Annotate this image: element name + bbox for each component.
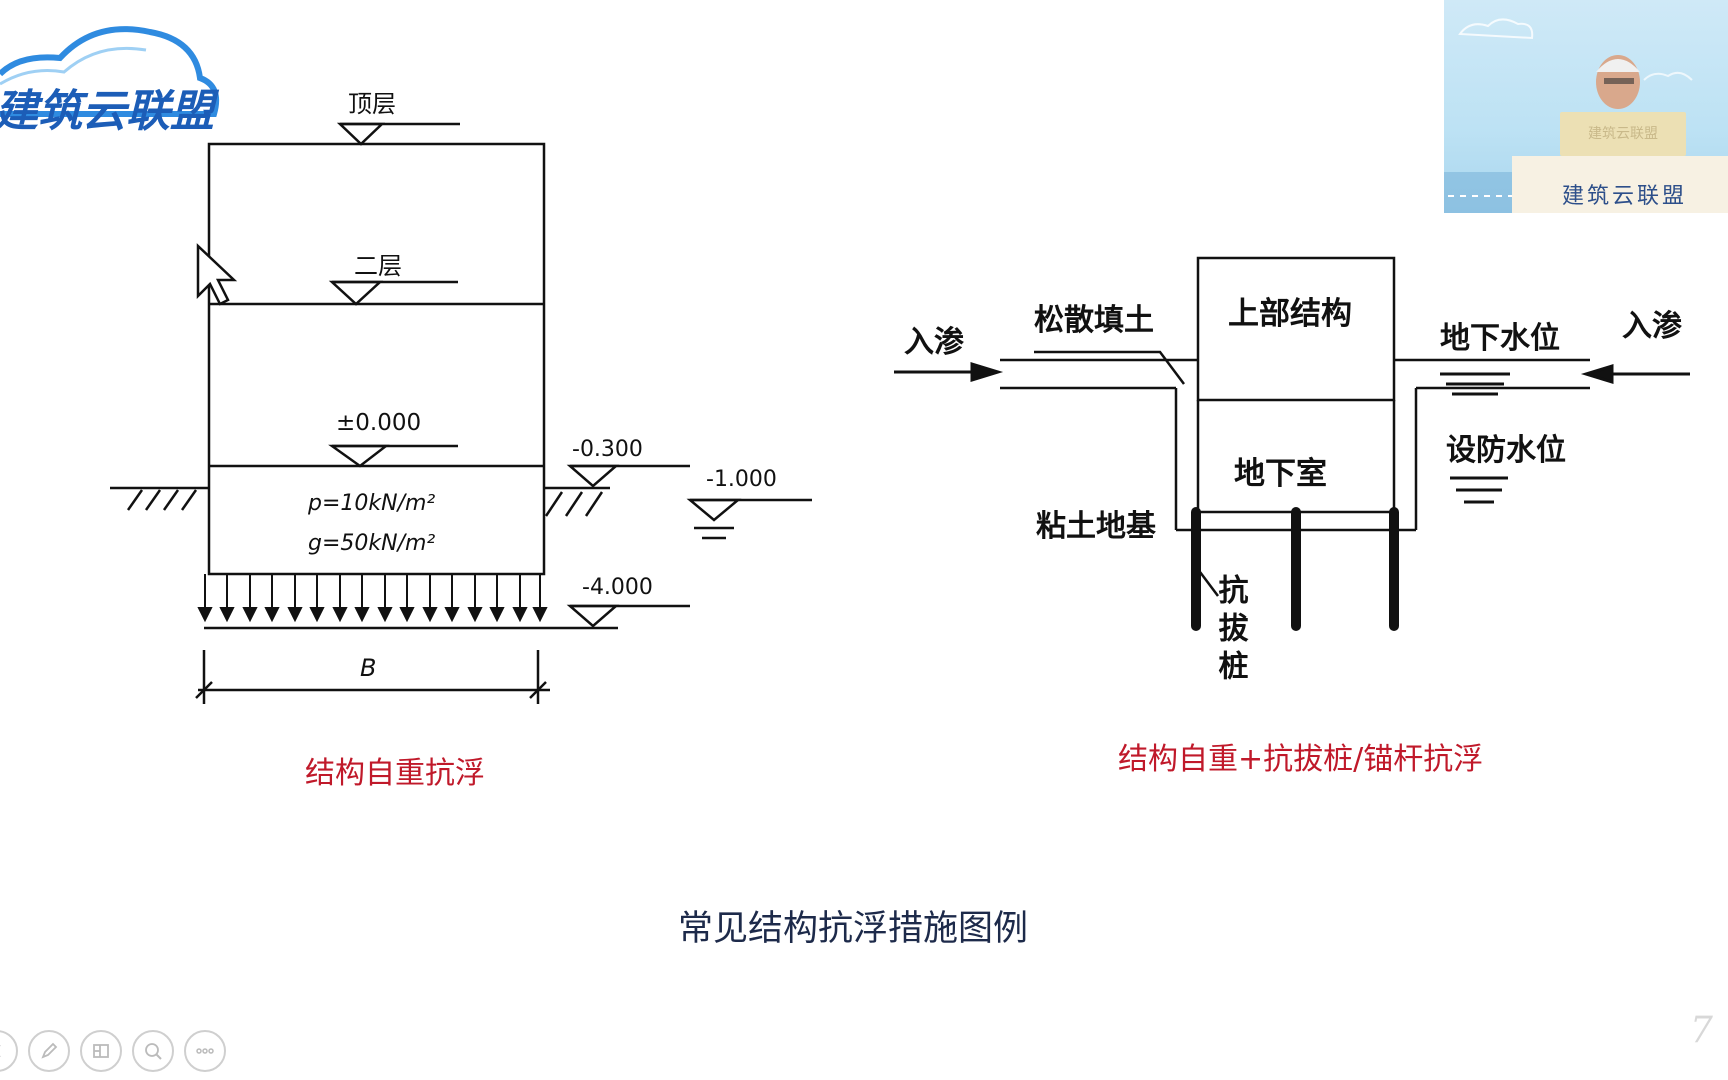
elev-marker-a	[566, 464, 620, 488]
building-outline	[207, 142, 546, 576]
groundwater-label: 地下水位	[1440, 321, 1560, 356]
level-second-label: 二层	[354, 252, 402, 280]
presenter-video[interactable]: 建筑云联盟 建筑云联盟	[1444, 0, 1728, 213]
superstructure-label: 上部结构	[1228, 296, 1352, 332]
podium-text: 建筑云联盟	[1562, 184, 1688, 209]
chevron-left-icon	[0, 1045, 1, 1057]
uplift-pile-label: 抗拔桩	[1213, 573, 1249, 688]
layout-button[interactable]	[80, 1030, 122, 1072]
podium	[1512, 156, 1728, 213]
elev-c-label: -4.000	[582, 575, 653, 600]
caption-right: 结构自重+抗拔桩/锚杆抗浮	[1118, 742, 1484, 777]
fill-leader	[1034, 350, 1185, 385]
infiltration-arrows	[894, 361, 1690, 385]
zoom-button[interactable]	[132, 1030, 174, 1072]
podium-banner: 建筑云联盟	[1560, 112, 1686, 156]
page-number: 7	[1690, 1010, 1713, 1051]
prev-button[interactable]	[0, 1030, 18, 1072]
level-marker-0	[328, 444, 390, 468]
elev-b-label: -1.000	[706, 467, 777, 492]
clay-foundation-label: 粘土地基	[1036, 509, 1156, 544]
layout-icon	[93, 1044, 109, 1058]
right-figure	[1000, 256, 1590, 597]
water-symbols	[1440, 372, 1510, 504]
cursor-icon	[196, 243, 238, 306]
pen-button[interactable]	[28, 1030, 70, 1072]
slide-toolbar	[0, 1030, 226, 1074]
logo: 建筑云联盟	[0, 26, 220, 134]
logo-cloud-inner	[0, 46, 147, 86]
logo-text: 建筑云联盟	[0, 86, 220, 134]
level-marker-2	[328, 280, 384, 306]
zoom-icon	[145, 1043, 162, 1060]
level-zero-label: ±0.000	[336, 410, 421, 436]
logo-cloud-outline	[0, 26, 220, 117]
pen-icon	[41, 1042, 58, 1059]
superstructure-box	[1196, 256, 1396, 402]
infiltration-right-label: 入渗	[1622, 309, 1683, 344]
caption-left: 结构自重抗浮	[305, 756, 485, 791]
load-arrows	[197, 574, 548, 623]
more-icon	[196, 1048, 214, 1054]
load-g-label: g=50kN/m²	[308, 531, 435, 556]
level-top-label: 顶层	[348, 90, 396, 118]
level-marker-top	[336, 122, 386, 146]
basement-label: 地下室	[1234, 456, 1327, 492]
infiltration-left-label: 入渗	[904, 325, 965, 360]
elev-marker-b	[686, 498, 742, 522]
load-p-label: p=10kN/m²	[307, 491, 435, 516]
more-button[interactable]	[184, 1030, 226, 1072]
elev-a-label: -0.300	[572, 437, 643, 462]
uplift-piles	[1191, 507, 1399, 631]
width-label: B	[360, 654, 376, 682]
arrow-left-head	[970, 361, 1004, 383]
figure-title: 常见结构抗浮措施图例	[678, 909, 1029, 949]
left-figure	[110, 122, 812, 704]
loose-fill-label: 松散填土	[1034, 303, 1154, 338]
arrow-right-head	[1580, 363, 1614, 385]
elev-marker-c	[566, 604, 620, 628]
design-water-label: 设防水位	[1446, 433, 1566, 468]
